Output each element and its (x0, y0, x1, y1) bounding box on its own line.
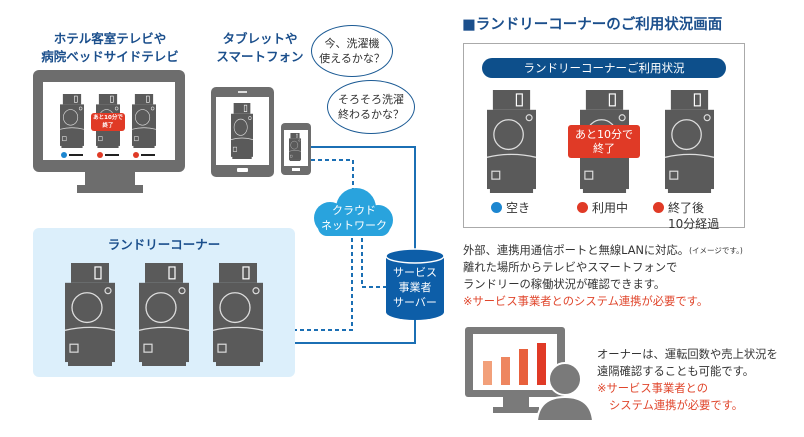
owner-line: オーナーは、運転回数や売上状況を (597, 348, 778, 361)
mobile-title-line: スマートフォン (216, 49, 304, 64)
tv-title-line: ホテル客室テレビや (53, 31, 167, 46)
bubble-line: 終わるかな？ (338, 108, 404, 121)
speech-bubble: 今、洗濯機使えるかな？ (311, 25, 393, 77)
washer-icon (664, 90, 715, 193)
tv-stand (85, 172, 135, 185)
server-line: 事業者 (398, 281, 432, 294)
tag-line: あと10分で (93, 115, 123, 121)
in-use-dot (577, 202, 588, 213)
cloud-line: クラウド (332, 204, 376, 217)
washer-icon (64, 263, 116, 366)
washer-icon (212, 263, 264, 366)
server-icon (385, 248, 445, 320)
mobile-title-line: タブレットや (222, 31, 298, 46)
tv-title: ホテル客室テレビや 病院ベッドサイドテレビ (20, 30, 200, 66)
bubble-line: 今、洗濯機 (324, 37, 380, 50)
washer-icon (230, 103, 254, 159)
legend-label: 10分経過 (668, 217, 720, 231)
description-line: 外部、連携用通信ポートと無線LANに対応。 (463, 244, 690, 257)
server-label: サービス事業者サーバー (385, 265, 445, 310)
available-dot (491, 202, 502, 213)
finished-dot (653, 202, 664, 213)
legend-label: 終了後 (668, 201, 705, 215)
owner-dashboard-icon (465, 327, 595, 422)
washer-icon (131, 94, 157, 148)
server-line: サービス (393, 266, 437, 279)
tag-line: 終了 (102, 123, 114, 129)
status-bar (141, 154, 155, 156)
bubble-line: 使えるかな？ (319, 52, 385, 65)
status-screen-panel (463, 43, 745, 228)
chart-bar (501, 357, 510, 385)
legend-finished: 終了後 10分経過 (653, 200, 719, 232)
section-title: ■ランドリーコーナーのご利用状況画面 (462, 17, 723, 33)
status-screen-header: ランドリーコーナーご利用状況 (482, 58, 726, 78)
status-dot (61, 152, 67, 158)
server-line: サーバー (393, 296, 437, 309)
remaining-time-tag: あと10分で終了 (568, 125, 640, 158)
owner-line: 遠隔確認することも可能です。 (597, 365, 755, 378)
washer-icon (486, 90, 537, 193)
chart-bar (483, 361, 492, 385)
tv-base (77, 185, 143, 193)
description-line: ランドリーの稼働状況が確認できます。 (463, 278, 666, 291)
description: 外部、連携用通信ポートと無線LANに対応。(イメージです。) 離れた場所からテレ… (463, 242, 743, 310)
tag-line: あと10分で (575, 128, 633, 141)
washer-icon (138, 263, 190, 366)
status-dot (133, 152, 139, 158)
legend-in-use: 利用中 (577, 200, 628, 216)
warning-text: システム連携が必要です。 (609, 399, 744, 412)
chart-bar (519, 349, 528, 385)
description-line: 離れた場所からテレビやスマートフォンで (463, 261, 678, 274)
cloud-line: ネットワーク (321, 219, 387, 232)
legend-available: 空き (491, 200, 530, 216)
status-dot (97, 152, 103, 158)
cloud-icon (314, 188, 393, 236)
legend-label: 空き (506, 201, 531, 215)
image-note: (イメージです。) (689, 246, 743, 255)
washer-icon (288, 133, 302, 161)
warning-text: ※サービス事業者との (597, 382, 709, 395)
speech-bubble: そろそろ洗濯終わるかな？ (327, 80, 415, 134)
washer-icon (59, 94, 85, 148)
tv-title-line: 病院ベッドサイドテレビ (41, 49, 179, 64)
cloud-label: クラウドネットワーク (308, 203, 400, 233)
chart-bar (537, 343, 546, 385)
owner-description: オーナーは、運転回数や売上状況を 遠隔確認することも可能です。 ※サービス事業者… (597, 346, 778, 414)
tv-remaining-tag: あと10分で終了 (91, 113, 125, 131)
bubble-line: そろそろ洗濯 (338, 93, 404, 106)
tag-line: 終了 (593, 142, 615, 155)
status-bar (105, 154, 119, 156)
warning-text: ※サービス事業者とのシステム連携が必要です。 (463, 295, 709, 308)
mobile-title: タブレットや スマートフォン (205, 30, 315, 66)
status-bar (69, 154, 83, 156)
legend-label: 利用中 (592, 201, 629, 215)
laundry-corner-title: ランドリーコーナー (107, 237, 221, 252)
